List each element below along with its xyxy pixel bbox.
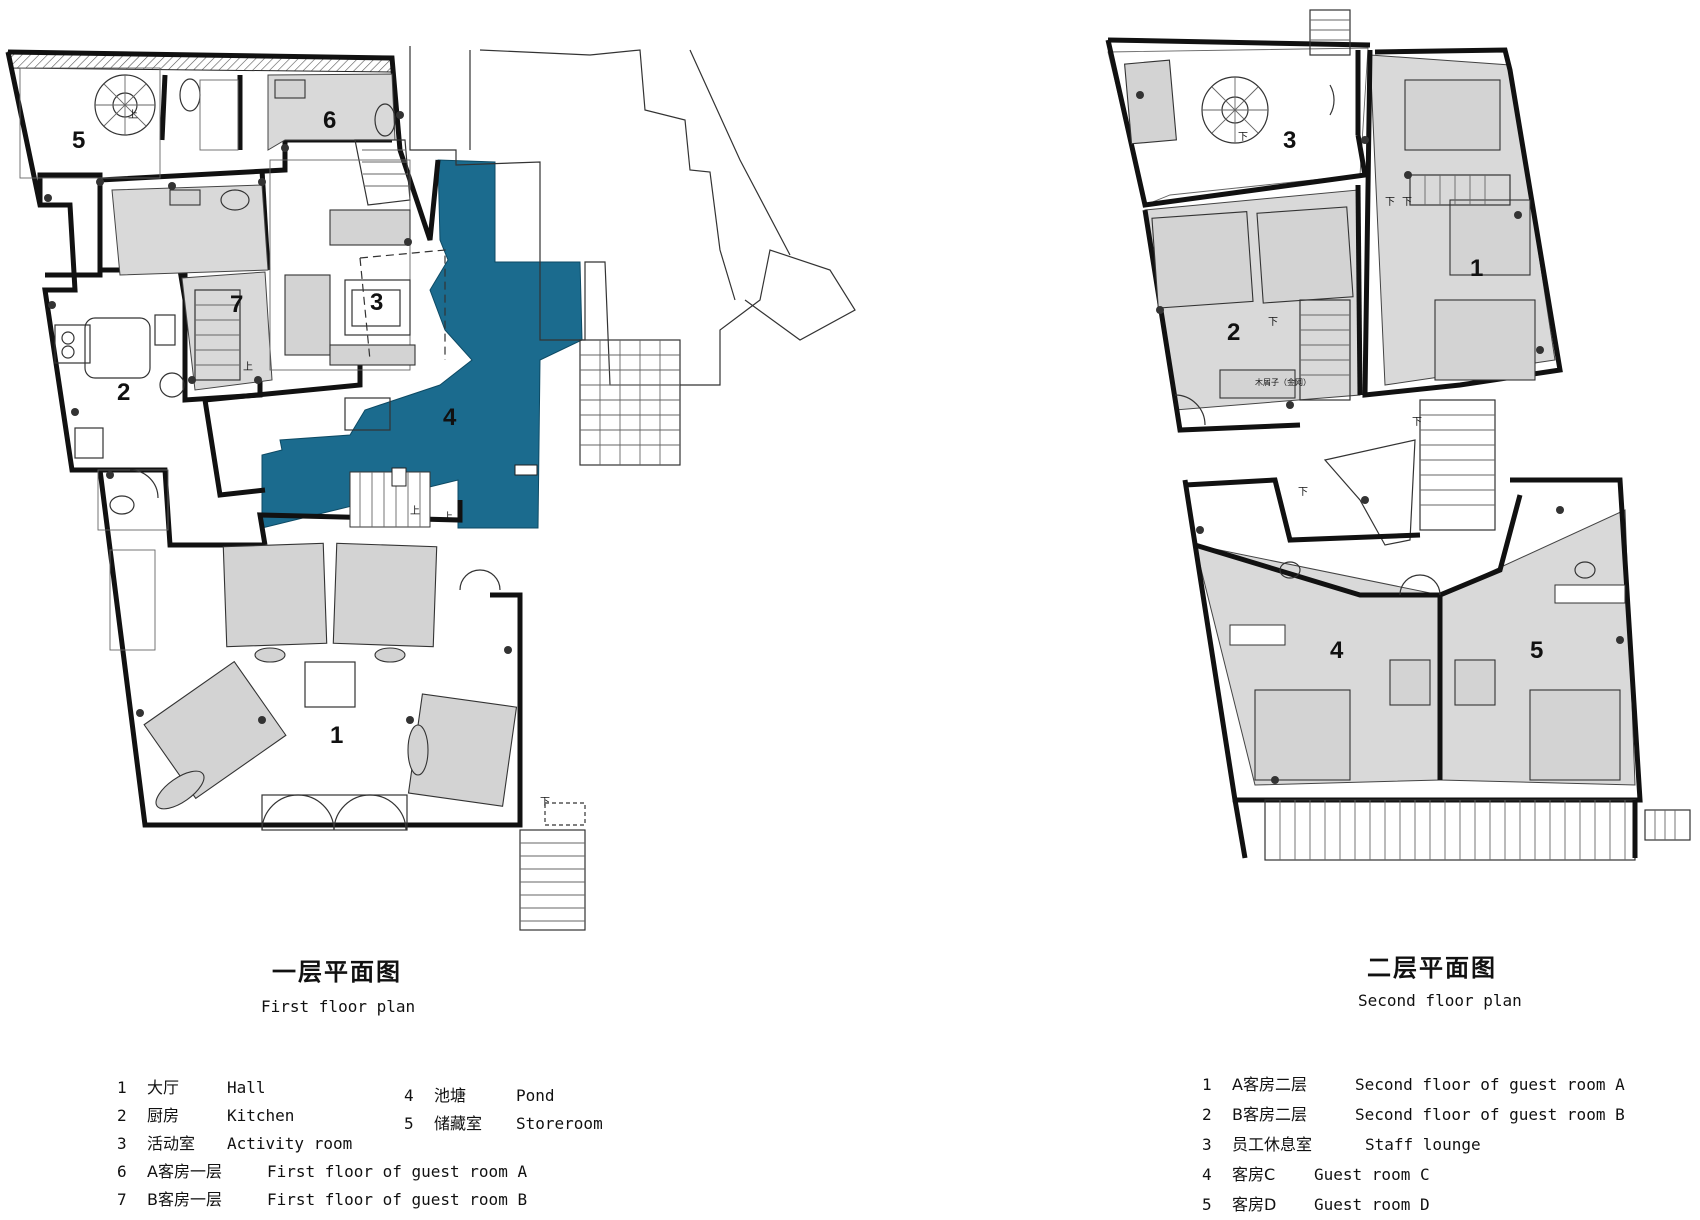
- first-floor-title-en: First floor plan: [261, 997, 416, 1016]
- legend-num: 5: [1202, 1195, 1212, 1214]
- legend-en: Pond: [516, 1086, 555, 1105]
- stair-mark: 下: [1412, 417, 1422, 428]
- legend-item: 2 厨房 Kitchen: [117, 1102, 527, 1130]
- stair-mark: 下: [540, 797, 550, 808]
- guest-room-b-ff: [181, 271, 273, 391]
- legend-num: 1: [1202, 1075, 1212, 1094]
- legend-num: 1: [117, 1078, 127, 1097]
- stair-mark: 下: [1402, 197, 1412, 208]
- stair-mark: 上: [243, 361, 253, 373]
- legend-num: 7: [117, 1190, 127, 1209]
- sf-room-number-5: 5: [1530, 637, 1543, 664]
- small-stair-label: 木屑子（金网）: [1255, 377, 1311, 387]
- legend-cn: A客房一层: [147, 1162, 222, 1181]
- legend-cn: 活动室: [147, 1134, 196, 1153]
- legend-item: 5 客房D Guest room D: [1202, 1190, 1625, 1220]
- sf-room-number-2: 2: [1227, 319, 1240, 346]
- legend-en: First floor of guest room A: [267, 1162, 528, 1181]
- ff-room-number-1: 1: [330, 722, 343, 749]
- legend-en: Activity room: [227, 1134, 353, 1153]
- legend-item: 5 储藏室 Storeroom: [404, 1110, 603, 1138]
- legend-cn: 厨房: [147, 1106, 180, 1125]
- legend-num: 2: [117, 1106, 127, 1125]
- legend-cn: 员工休息室: [1232, 1135, 1313, 1154]
- legend-num: 3: [117, 1134, 127, 1153]
- first-floor-title-cn: 一层平面图: [272, 958, 402, 986]
- legend-en: Kitchen: [227, 1106, 295, 1125]
- legend-item: 3 员工休息室 Staff lounge: [1202, 1130, 1625, 1160]
- legend-en: First floor of guest room B: [267, 1190, 528, 1209]
- balcony: [1264, 799, 1636, 861]
- second-floor-title-en: Second floor plan: [1358, 991, 1522, 1010]
- legend-cn: 大厅: [147, 1078, 180, 1097]
- legend-en: Staff lounge: [1365, 1135, 1481, 1154]
- stair-mark: 上: [128, 109, 138, 121]
- legend-item: 3 活动室 Activity room: [117, 1130, 527, 1158]
- stair-mark: 上: [443, 511, 453, 523]
- legend-item: 2 B客房二层 Second floor of guest room B: [1202, 1100, 1625, 1130]
- legend-en: Hall: [227, 1078, 266, 1097]
- sf-room-number-1: 1: [1470, 255, 1483, 282]
- legend-en: Guest room C: [1314, 1165, 1430, 1184]
- legend-cn: 客房C: [1232, 1165, 1276, 1184]
- legend-cn: A客房二层: [1232, 1075, 1307, 1094]
- legend-item: 4 池塘 Pond: [404, 1082, 603, 1110]
- legend-cn: 池塘: [434, 1086, 467, 1105]
- stair-mark: 下: [1385, 197, 1395, 208]
- legend-item: 6 A客房一层 First floor of guest room A: [117, 1158, 527, 1186]
- second-floor-plan: 木屑子（金网）: [1105, 9, 1691, 861]
- sf-room-number-3: 3: [1283, 127, 1296, 154]
- stair-mark: 下: [1298, 487, 1308, 498]
- stair-mark: 下: [1268, 317, 1278, 328]
- legend-num: 4: [404, 1086, 414, 1105]
- floor-plans-drawing: 1 2 3 4 5 6 7 上 上 上 上 下: [5, 9, 1691, 931]
- ff-room-number-7: 7: [230, 291, 243, 318]
- legend-cn: 客房D: [1232, 1195, 1277, 1214]
- stair-mark: 上: [410, 505, 420, 517]
- ff-room-number-6: 6: [323, 107, 336, 134]
- legend-num: 3: [1202, 1135, 1212, 1154]
- legend-cn: B客房二层: [1232, 1105, 1307, 1124]
- legend-num: 2: [1202, 1105, 1212, 1124]
- legend-cn: 储藏室: [434, 1114, 483, 1133]
- hall-sofa: [143, 660, 287, 800]
- legend-item: 1 大厅 Hall: [117, 1074, 527, 1102]
- ff-room-number-5: 5: [72, 127, 85, 154]
- second-floor-title-cn: 二层平面图: [1367, 954, 1497, 982]
- first-floor-legend-col2: 4 池塘 Pond 5 储藏室 Storeroom: [404, 1082, 603, 1138]
- legend-cn: B客房一层: [147, 1190, 222, 1209]
- legend-en: Storeroom: [516, 1114, 603, 1133]
- pond-area: [261, 159, 583, 529]
- legend-item: 4 客房C Guest room C: [1202, 1160, 1625, 1190]
- first-floor-legend-col1: 1 大厅 Hall 2 厨房 Kitchen 3 活动室 Activity room 6 A客…: [117, 1074, 527, 1214]
- legend-num: 4: [1202, 1165, 1212, 1184]
- exterior-steps: [579, 339, 681, 466]
- first-floor-plan: 1 2 3 4 5 6 7 上 上 上 上 下: [5, 46, 856, 931]
- legend-en: Second floor of guest room A: [1355, 1075, 1625, 1094]
- legend-num: 5: [404, 1114, 414, 1133]
- sf-room-number-4: 4: [1330, 637, 1344, 664]
- legend-en: Second floor of guest room B: [1355, 1105, 1625, 1124]
- ff-room-number-4: 4: [443, 404, 457, 431]
- legend-item: 7 B客房一层 First floor of guest room B: [117, 1186, 527, 1214]
- stair-mark: 下: [1238, 132, 1248, 143]
- ff-room-number-2: 2: [117, 379, 130, 406]
- ff-room-number-3: 3: [370, 289, 383, 316]
- legend-en: Guest room D: [1314, 1195, 1430, 1214]
- second-floor-legend: 1 A客房二层 Second floor of guest room A 2 B客房二…: [1202, 1070, 1625, 1220]
- legend-num: 6: [117, 1162, 127, 1181]
- legend-item: 1 A客房二层 Second floor of guest room A: [1202, 1070, 1625, 1100]
